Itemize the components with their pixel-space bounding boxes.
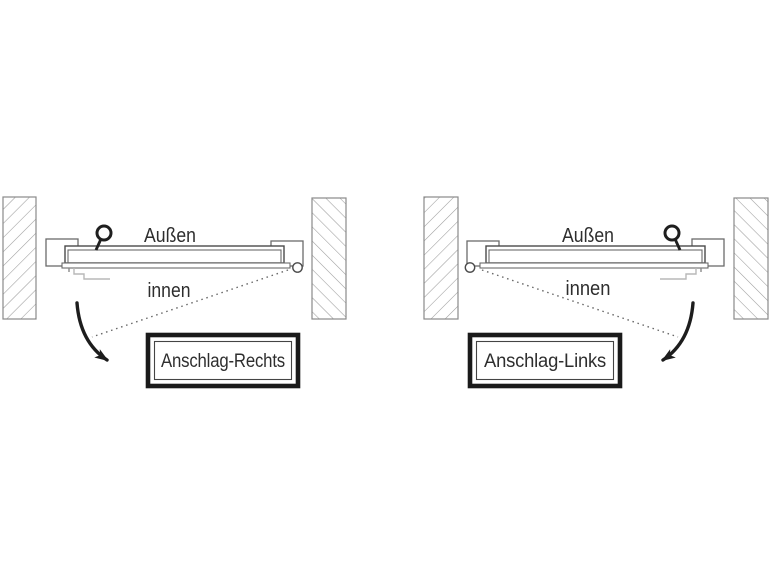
caption-label: Anschlag-Links (484, 351, 606, 372)
caption-box-outer-border (145, 332, 301, 389)
door-inner-face-plate (61, 262, 291, 269)
door-closer-bracket (73, 268, 110, 280)
hinge-pivot-icon (292, 262, 303, 273)
wall-left-hatched (2, 196, 37, 320)
handle-stem (94, 239, 102, 251)
handle-knob (663, 224, 681, 242)
door-leaf-outer (485, 245, 706, 264)
handle-stem (674, 239, 682, 251)
caption-box-anschlag-links: Anschlag-Links (467, 332, 623, 389)
wall-right-hatched (733, 197, 769, 320)
wall-left-hatched (423, 196, 459, 320)
door-closer-bracket (660, 268, 697, 280)
inside-label: innen (148, 280, 191, 302)
swing-direction-arrow-icon (661, 301, 695, 362)
door-handle-icon (663, 224, 682, 251)
swing-direction-arrow-icon (75, 301, 109, 362)
caption-box-inner-border (153, 340, 293, 381)
diagram-anschlag-links: Anschlag-Links Außen innen (423, 196, 769, 389)
diagram-anschlag-rechts: Anschlag-Rechts Außen innen (2, 196, 347, 389)
door-inner-face-plate (479, 262, 709, 269)
wall-right-hatched (311, 197, 347, 320)
inside-label: innen (566, 278, 611, 300)
outside-label: Außen (562, 225, 614, 247)
caption-box-anschlag-rechts: Anschlag-Rechts (145, 332, 301, 389)
caption-label: Anschlag-Rechts (161, 351, 285, 372)
caption-box-outer-border (467, 332, 623, 389)
hinge-pivot-icon (464, 262, 476, 273)
handle-knob (95, 224, 113, 242)
outside-label: Außen (144, 225, 196, 247)
caption-box-inner-border (475, 340, 615, 381)
door-handle-icon (94, 224, 113, 251)
